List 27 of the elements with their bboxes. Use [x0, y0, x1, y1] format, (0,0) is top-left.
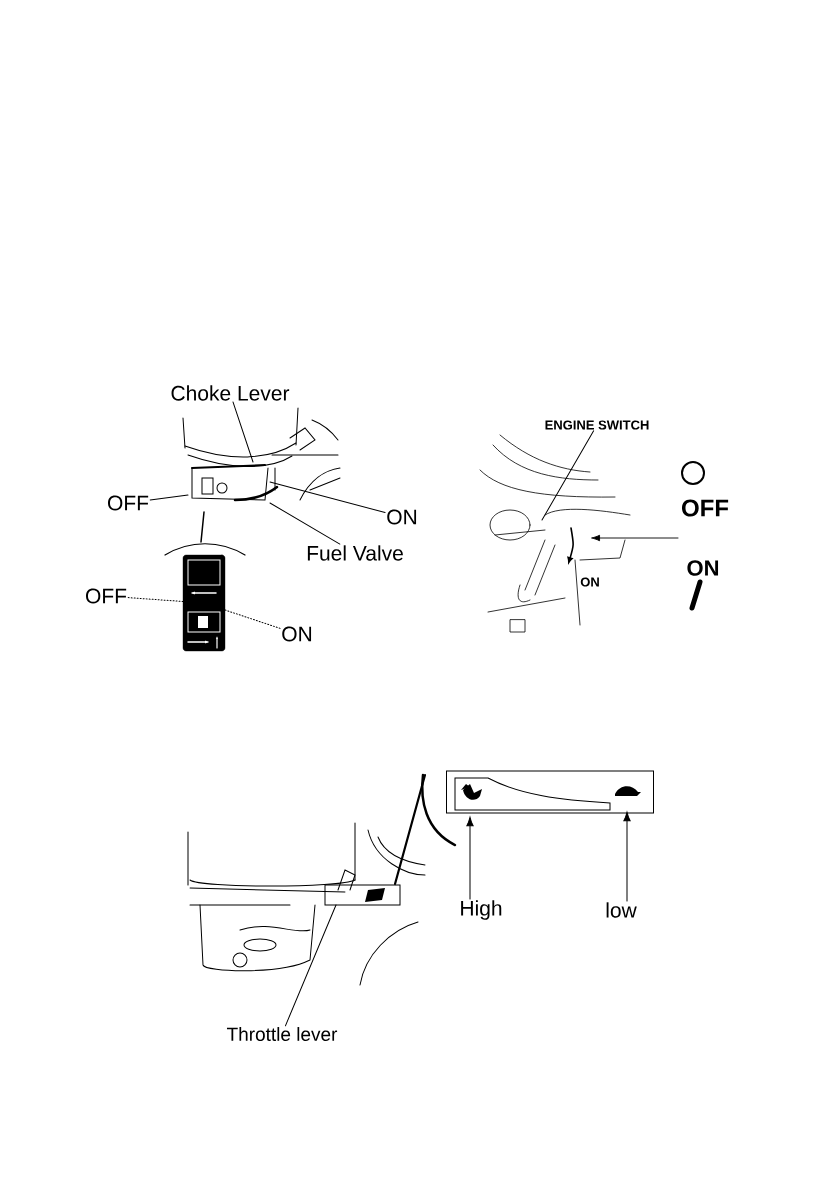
leader-line [232, 401, 254, 463]
arrow [466, 816, 474, 900]
leader-line [127, 597, 184, 602]
callout-label: Throttle lever [227, 1027, 338, 1041]
symbol-label: OFF [682, 499, 729, 517]
callout-label: High [461, 900, 502, 920]
fuel-valve-label-plate [182, 554, 226, 652]
callout-label: OFF [108, 495, 149, 511]
callout-label: OFF [86, 588, 127, 604]
callout-label: ON [282, 626, 312, 642]
leader-line [541, 430, 595, 521]
leader-line [269, 481, 386, 513]
leader-line [149, 494, 189, 501]
callout-label: Choke Lever [171, 385, 290, 401]
callout-label: Fuel Valve [307, 545, 403, 561]
symbol-label: ON [580, 577, 599, 587]
leader-line [224, 609, 281, 629]
symbol-label: ON [687, 560, 719, 576]
leader-line [284, 904, 337, 1027]
arrow [623, 811, 631, 902]
callout-label: low [606, 902, 637, 918]
callout-label: ON [387, 509, 417, 525]
turtle-icon [615, 786, 641, 796]
throttle-label-plate [446, 770, 654, 814]
rabbit-icon [461, 784, 482, 800]
callout-label: ENGINE SWITCH [545, 420, 649, 430]
leader-line [269, 502, 341, 545]
